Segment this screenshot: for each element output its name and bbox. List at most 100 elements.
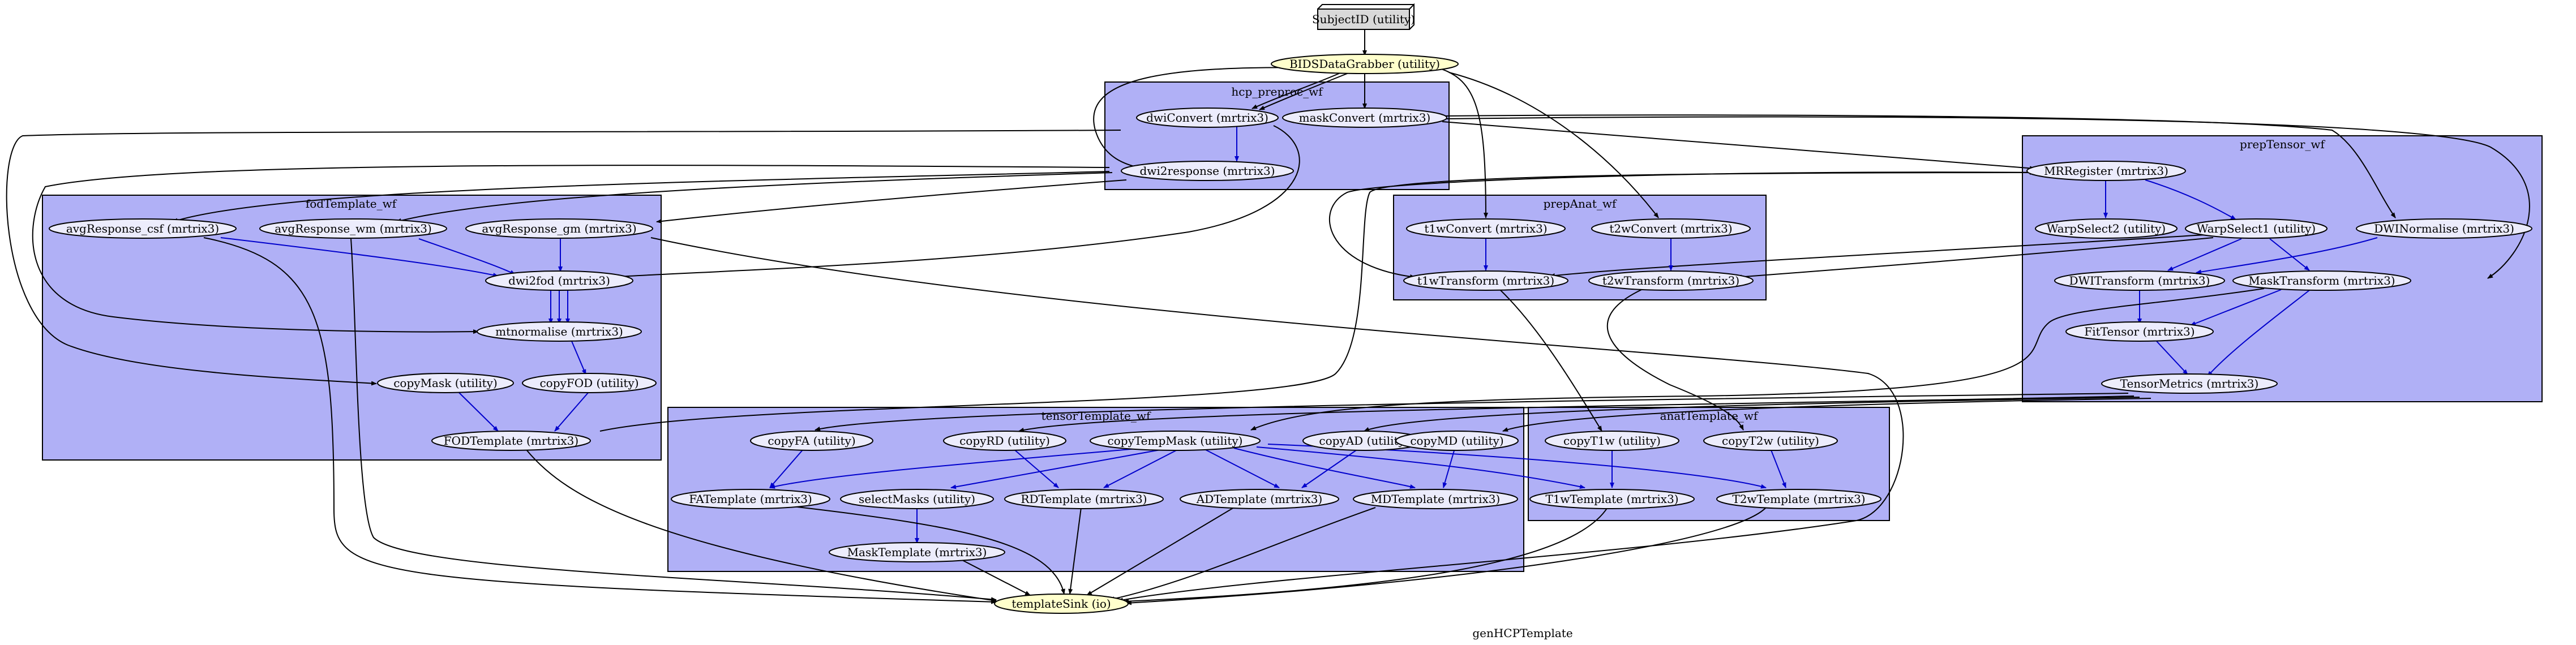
node-label: copyT2w (utility) xyxy=(1722,434,1819,448)
node-label: MaskTemplate (mrtrix3) xyxy=(847,545,987,559)
edge xyxy=(1251,72,1342,109)
edge xyxy=(950,449,1161,489)
node-copy-mask: copyMask (utility) xyxy=(377,373,514,393)
edge xyxy=(418,238,516,275)
node-md-template: MDTemplate (mrtrix3) xyxy=(1353,489,1518,509)
edges xyxy=(6,29,2530,605)
edge xyxy=(1770,448,1786,488)
node-label: T1wTemplate (mrtrix3) xyxy=(1545,492,1678,506)
edge xyxy=(1549,234,2205,278)
node-label: DWINormalise (mrtrix3) xyxy=(2374,222,2514,235)
node-mask-template: MaskTemplate (mrtrix3) xyxy=(829,542,1005,562)
node-label: MDTemplate (mrtrix3) xyxy=(1371,492,1501,506)
node-fit-tensor: FitTensor (mrtrix3) xyxy=(2065,321,2214,342)
node-label: copyFA (utility) xyxy=(768,434,855,448)
node-mask-convert: maskConvert (mrtrix3) xyxy=(1282,108,1447,128)
node-label: WarpSelect2 (utility) xyxy=(2047,222,2166,235)
node-ad-template: ADTemplate (mrtrix3) xyxy=(1180,489,1339,509)
edge xyxy=(1233,448,1416,489)
edge xyxy=(2190,289,2282,326)
node-label: t2wTransform (mrtrix3) xyxy=(1602,274,1739,287)
node-label: TensorMetrics (mrtrix3) xyxy=(2120,377,2259,390)
edge xyxy=(526,449,997,603)
node-label: selectMasks (utility) xyxy=(859,492,975,506)
edge xyxy=(815,393,2129,431)
node-select-masks: selectMasks (utility) xyxy=(840,489,994,509)
graph-title: genHCPTemplate xyxy=(1472,626,1572,640)
edge xyxy=(2207,290,2310,377)
node-label: DWITransform (mrtrix3) xyxy=(2069,274,2210,287)
node-rd-template: RDTemplate (mrtrix3) xyxy=(1004,489,1164,509)
node-label: WarpSelect1 (utility) xyxy=(2197,222,2316,235)
node-label: copyT1w (utility) xyxy=(1563,434,1661,448)
edge xyxy=(1103,449,1178,488)
node-label: ADTemplate (mrtrix3) xyxy=(1196,492,1323,506)
node-label: copyMask (utility) xyxy=(393,376,498,390)
edge xyxy=(1250,288,2265,431)
node-warp-select2: WarpSelect2 (utility) xyxy=(2035,218,2178,239)
edge xyxy=(571,341,586,375)
node-label: FitTensor (mrtrix3) xyxy=(2084,325,2194,338)
edge xyxy=(2167,238,2242,271)
edge xyxy=(792,506,1065,595)
edge xyxy=(2156,341,2188,375)
node-copy-fa: copyFA (utility) xyxy=(750,431,873,451)
node-avg-response-csf: avgResponse_csf (mrtrix3) xyxy=(49,218,237,239)
node-copy-ad: copyAD (utility) xyxy=(1302,431,1426,451)
node-label: RDTemplate (mrtrix3) xyxy=(1021,492,1147,506)
edge xyxy=(1443,116,2530,279)
node-label: FODTemplate (mrtrix3) xyxy=(444,434,578,448)
node-label: copyRD (utility) xyxy=(959,434,1050,448)
edge xyxy=(1109,507,1376,601)
node-t2w-transform: t2wTransform (mrtrix3) xyxy=(1588,270,1754,291)
node-copy-t1w: copyT1w (utility) xyxy=(1545,431,1679,451)
edge xyxy=(458,392,499,432)
edge xyxy=(203,237,997,604)
edge xyxy=(1736,237,2214,280)
edge xyxy=(1205,449,1280,488)
edge xyxy=(554,392,589,432)
edge xyxy=(396,172,1113,223)
node-label: t2wConvert (mrtrix3) xyxy=(1609,222,1732,235)
cluster-prep-tensor-wf: prepTensor_wf xyxy=(2022,135,2543,402)
node-dwi-normalise: DWINormalise (mrtrix3) xyxy=(2356,218,2532,239)
edge xyxy=(6,130,1121,386)
node-label: copyTempMask (utility) xyxy=(1108,434,1243,448)
node-label: copyMD (utility) xyxy=(1410,434,1503,448)
edge xyxy=(1301,448,1359,488)
edge xyxy=(32,165,1110,334)
node-dwi2fod: dwi2fod (mrtrix3) xyxy=(485,270,633,291)
node-label: MRRegister (mrtrix3) xyxy=(2044,164,2168,178)
node-label: mtnormalise (mrtrix3) xyxy=(495,325,623,338)
edge xyxy=(1442,448,1455,488)
cluster-label: prepTensor_wf xyxy=(2240,137,2325,151)
node-copy-fod: copyFOD (utility) xyxy=(522,373,657,393)
node-label: dwiConvert (mrtrix3) xyxy=(1146,111,1268,124)
edge xyxy=(769,448,804,488)
edge xyxy=(1086,507,1235,596)
node-copy-t2w: copyT2w (utility) xyxy=(1703,431,1838,451)
edge xyxy=(2145,179,2236,220)
node-copy-temp-mask: copyTempMask (utility) xyxy=(1090,431,1261,451)
node-label: maskConvert (mrtrix3) xyxy=(1299,111,1431,124)
edge xyxy=(1123,507,1608,604)
edge xyxy=(1364,397,2140,432)
node-label: templateSink (io) xyxy=(1011,597,1111,610)
node-label: BIDSDataGrabber (utility) xyxy=(1289,57,1440,71)
node-dwi-convert: dwiConvert (mrtrix3) xyxy=(1136,108,1279,128)
cluster-label: fodTemplate_wf xyxy=(306,197,397,210)
edge xyxy=(656,179,1127,223)
node-label: copyAD (utility) xyxy=(1319,434,1409,448)
node-label: dwi2fod (mrtrix3) xyxy=(508,274,610,287)
edge xyxy=(172,171,1110,223)
edge xyxy=(1013,448,1059,488)
node-label: avgResponse_csf (mrtrix3) xyxy=(66,222,219,235)
node-mr-register: MRRegister (mrtrix3) xyxy=(2026,161,2186,181)
node-label: MaskTransform (mrtrix3) xyxy=(2248,274,2395,287)
node-t1w-convert: t1wConvert (mrtrix3) xyxy=(1406,218,1566,239)
cluster-label: prepAnat_wf xyxy=(1544,197,1617,210)
node-copy-rd: copyRD (utility) xyxy=(943,431,1066,451)
edge xyxy=(2269,238,2310,271)
nodes: BIDSDataGrabber (utility) dwiConvert (mr… xyxy=(49,54,2532,614)
